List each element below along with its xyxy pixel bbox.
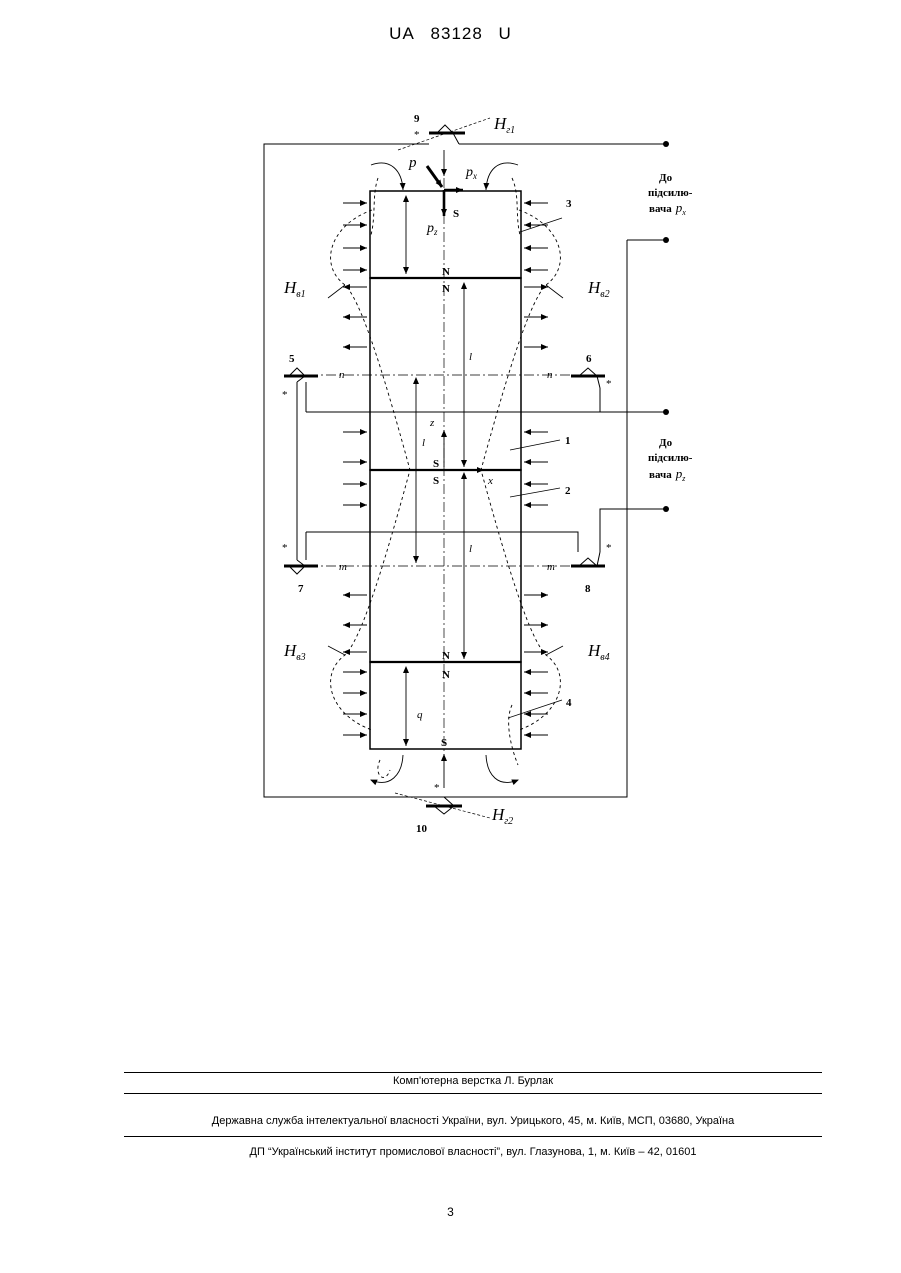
pole-S-2: S [433, 475, 439, 487]
label-star-6: * [606, 378, 612, 390]
label-5: 5 [289, 353, 295, 365]
label-p: p [408, 155, 417, 171]
label-star-8: * [606, 542, 612, 554]
pole-S-1: S [433, 458, 439, 470]
svg-text:вачаpx: вачаpx [649, 200, 686, 217]
line-n-left: n [339, 369, 345, 381]
line-n-right: n [547, 369, 553, 381]
label-3: 3 [566, 198, 572, 210]
label-4: 4 [566, 697, 572, 709]
pole-N-2: N [442, 283, 450, 295]
label-10: 10 [416, 823, 428, 835]
line-m-right: m [547, 561, 555, 573]
label-Hv1: Hв1 [283, 278, 306, 300]
dim-q: q [417, 709, 423, 721]
pole-S-top: S [453, 208, 459, 220]
top-magnet [370, 191, 521, 278]
label-star-10: * [434, 782, 440, 794]
upper-middle-magnet [370, 278, 521, 470]
label-star-7: * [282, 542, 288, 554]
label-1: 1 [565, 435, 571, 447]
figure-labels: 9 * 10 * 5 * 6 * 7 * 8 * 1 2 3 4 p px pz… [282, 113, 693, 835]
label-star-9: * [414, 129, 420, 141]
footer-rule-2 [124, 1093, 822, 1094]
label-Hg1: Hг1 [493, 114, 515, 136]
svg-text:До: До [659, 437, 673, 449]
footer-layout: Комп'ютерна верстка Л. Бурлак [124, 1075, 822, 1087]
label-Hv4: Hв4 [587, 641, 610, 663]
label-9: 9 [414, 113, 420, 125]
pole-S-bottom: S [441, 737, 447, 749]
axis-x: x [487, 475, 493, 487]
pole-N-3: N [442, 650, 450, 662]
hall-sensors [284, 118, 605, 818]
footer-institute: ДП “Український інститут промислової вла… [124, 1146, 822, 1158]
label-px: px [465, 165, 477, 181]
label-2: 2 [565, 485, 571, 497]
page-number: 3 [0, 1205, 901, 1219]
amplifier-x-label: До підсилю- вачаpx [648, 172, 693, 217]
label-pz: pz [426, 221, 438, 237]
label-8: 8 [585, 583, 591, 595]
footer-rule-3 [124, 1136, 822, 1137]
axis-z: z [429, 417, 435, 429]
label-Hv3: Hв3 [283, 641, 306, 663]
dim-l-2: l [422, 437, 425, 449]
svg-text:підсилю-: підсилю- [648, 187, 693, 199]
label-6: 6 [586, 353, 592, 365]
label-Hg2: Hг2 [491, 805, 513, 827]
pole-N-1: N [442, 266, 450, 278]
label-7: 7 [298, 583, 304, 595]
pole-N-4: N [442, 669, 450, 681]
label-Hv2: Hв2 [587, 278, 610, 300]
corner-flux [371, 163, 518, 782]
lower-middle-magnet [370, 470, 521, 662]
footer-service: Державна служба інтелектуальної власност… [124, 1115, 822, 1127]
amplifier-z-label: До підсилю- вачаpz [648, 437, 693, 483]
label-star-5: * [282, 389, 288, 401]
svg-text:вачаpz: вачаpz [649, 466, 686, 483]
dim-l-3: l [469, 543, 472, 555]
svg-text:До: До [659, 172, 673, 184]
footer-rule-1 [124, 1072, 822, 1073]
dim-l-1: l [469, 351, 472, 363]
line-m-left: m [339, 561, 347, 573]
svg-text:підсилю-: підсилю- [648, 452, 693, 464]
